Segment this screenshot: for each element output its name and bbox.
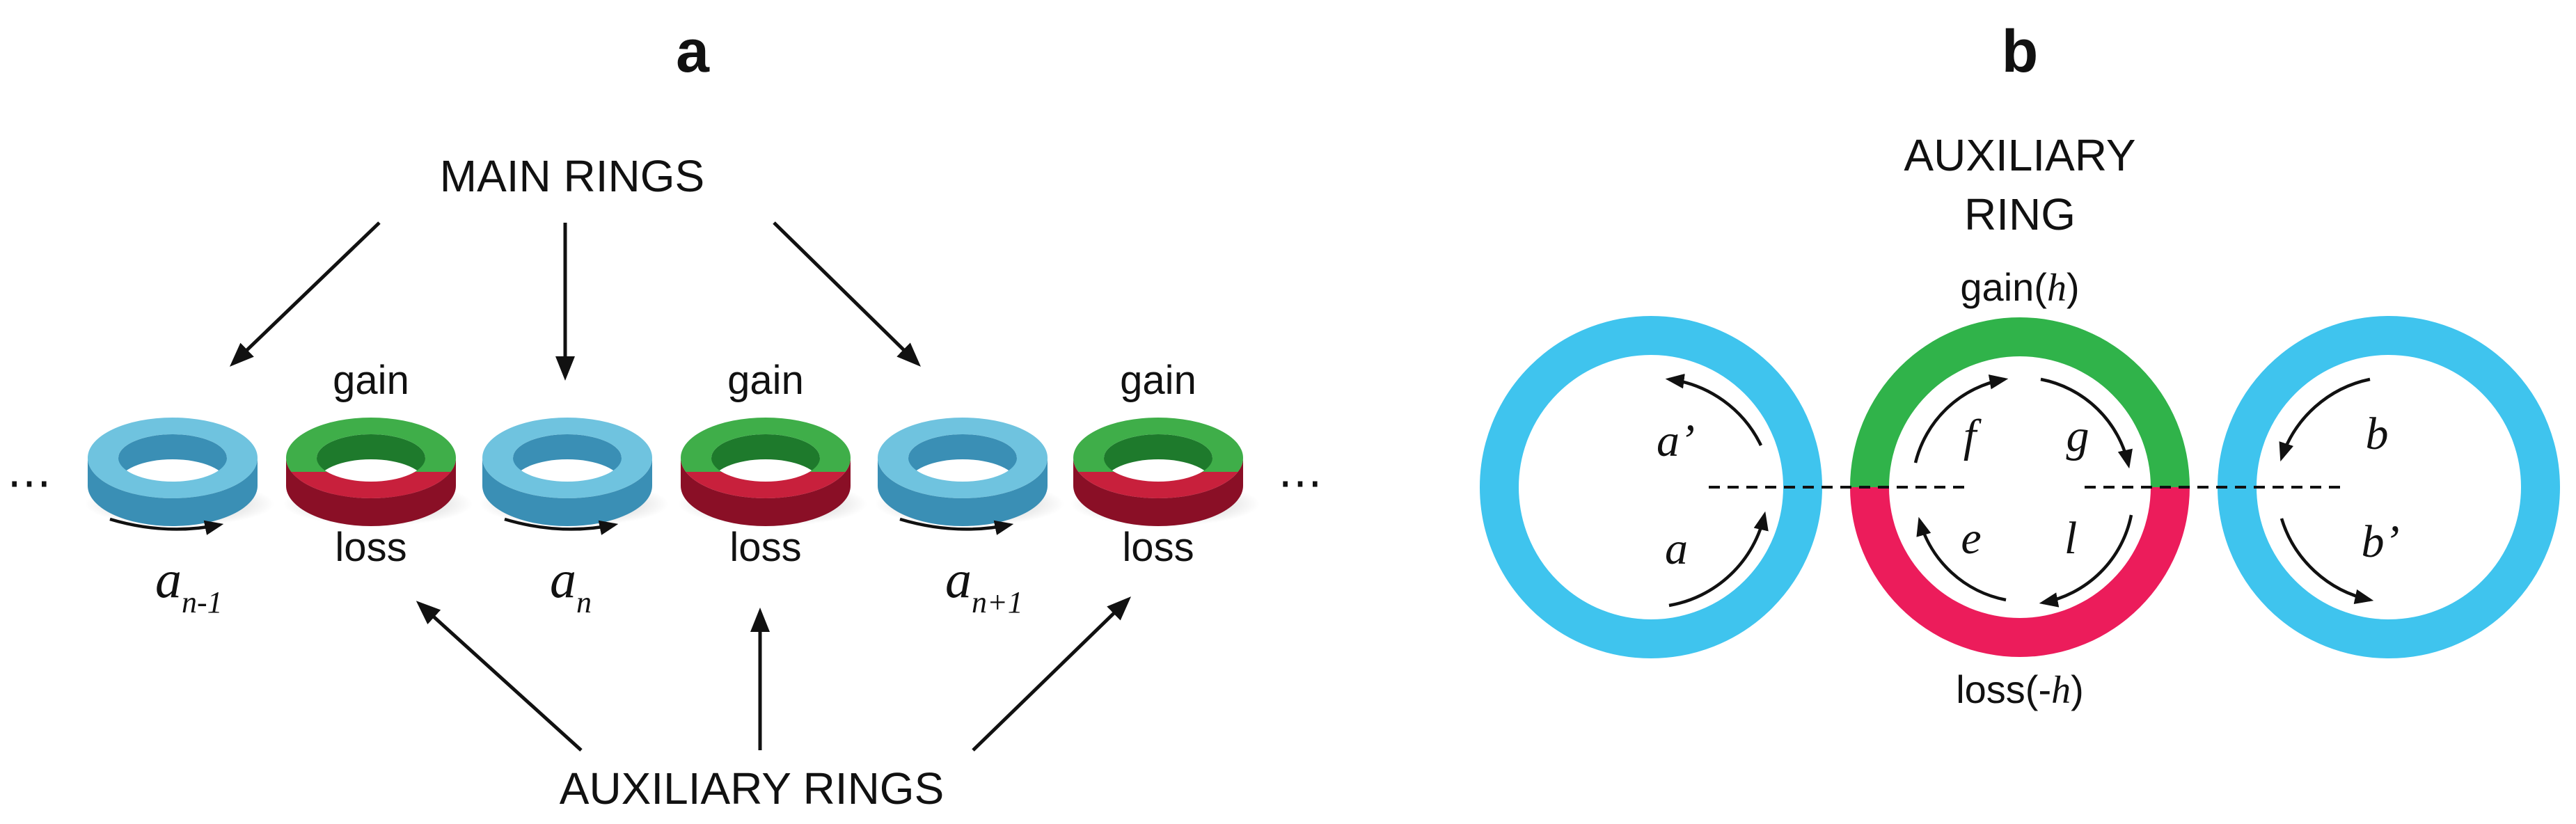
- ellipsis-left: ⋯: [7, 457, 52, 507]
- main-arrow-right: [773, 221, 921, 367]
- loss-half: [686, 472, 846, 498]
- label-b-prime: b’: [2362, 516, 2400, 567]
- arrow-g: [2040, 377, 2133, 469]
- main-ring: an-1: [85, 418, 274, 619]
- gain-half: [681, 418, 851, 472]
- ring-side-wall: [482, 458, 652, 526]
- amplitude-base: a: [155, 550, 182, 609]
- aux-ring-title-line2: RING: [1964, 189, 2076, 239]
- ring-top-face: [88, 418, 258, 472]
- arrow-a-prime: [1665, 373, 1763, 446]
- gain-label: gain: [1120, 358, 1196, 403]
- arrow-l: [2039, 514, 2133, 608]
- ring-top-face: [878, 418, 1048, 472]
- amplitude-subscript: n+1: [972, 585, 1023, 619]
- ring-inner-wall: [711, 434, 820, 483]
- ellipsis-right: ⋯: [1278, 457, 1322, 507]
- ring-inner-wall: [908, 434, 1017, 483]
- ring-side-wall: [681, 458, 851, 526]
- aux-ring-gain-half: [1850, 317, 2190, 487]
- ring-top-face-lower: [93, 472, 253, 498]
- auxiliary-rings-label: AUXILIARY RINGS: [560, 763, 945, 814]
- aux-ring-title-line1: AUXILIARY: [1904, 130, 2135, 180]
- amplitude-labels-b: a’ a f g e l b b’: [1657, 409, 2399, 574]
- ring-side-wall: [88, 458, 258, 526]
- panel-b: b AUXILIARY RING gain(h) loss(-h): [1480, 18, 2560, 712]
- gain-label: gain: [333, 358, 409, 403]
- main-rings-label: MAIN RINGS: [440, 151, 704, 201]
- panel-a: a MAIN RINGS ⋯ ⋯ an-1gainlossangainlossa…: [7, 18, 1322, 814]
- ring-side-wall: [1073, 458, 1243, 526]
- ring-top-face-lower: [487, 472, 647, 498]
- amplitude-label: an-1: [155, 550, 223, 619]
- loss-label: loss: [335, 525, 406, 570]
- arrow-b: [2279, 377, 2371, 462]
- circulation-arrows: [1665, 373, 2374, 608]
- amplitude-label: an+1: [945, 550, 1023, 619]
- amplitude-base: a: [945, 550, 972, 609]
- arrow-a: [1668, 511, 1769, 608]
- aux-arrow-right: [972, 596, 1132, 752]
- gain-label: gain: [727, 358, 804, 403]
- main-ring: an+1: [875, 418, 1064, 619]
- main-arrow-left: [229, 221, 381, 367]
- circulation-arrow: [109, 517, 224, 535]
- loss-half: [1078, 472, 1238, 498]
- auxiliary-ring: gain loss: [1070, 358, 1260, 570]
- main-rings-arrows: [229, 221, 921, 381]
- auxiliary-ring: gain loss: [283, 358, 473, 570]
- amplitude-label: an: [550, 550, 592, 619]
- aux-arrow-left: [416, 601, 583, 752]
- loss-label: loss: [1122, 525, 1194, 570]
- panel-a-label: a: [676, 18, 710, 85]
- label-g: g: [2067, 411, 2089, 461]
- ring-inner-wall: [118, 434, 227, 483]
- ring-side-wall: [878, 458, 1048, 526]
- ring-top-face: [482, 418, 652, 472]
- label-f: f: [1963, 411, 1982, 461]
- label-e: e: [1961, 513, 1981, 564]
- panel-b-label: b: [2002, 18, 2039, 85]
- circulation-arrow: [899, 517, 1014, 535]
- ring-inner-wall: [513, 434, 622, 483]
- amplitude-base: a: [550, 550, 576, 609]
- ring-inner-wall: [1104, 434, 1212, 483]
- auxiliary-ring: gain loss: [678, 358, 867, 570]
- ring-side-wall: [286, 458, 456, 526]
- ring-top-face-lower: [883, 472, 1043, 498]
- label-a-prime: a’: [1657, 415, 1695, 466]
- amplitude-subscript: n: [576, 585, 592, 619]
- loss-label: loss: [729, 525, 801, 570]
- loss-half: [291, 472, 451, 498]
- gain-h-label: gain(h): [1960, 265, 2079, 310]
- arrow-b-prime: [2279, 518, 2374, 605]
- label-l: l: [2064, 513, 2077, 564]
- gain-half: [286, 418, 456, 472]
- main-ring: an: [480, 418, 669, 619]
- aux-ring-loss-half: [1850, 487, 2190, 657]
- gain-half: [1073, 418, 1243, 472]
- arrow-e: [1916, 516, 2007, 602]
- label-b: b: [2366, 409, 2389, 459]
- amplitude-subscript: n-1: [182, 585, 223, 619]
- label-a: a: [1665, 523, 1688, 574]
- ring-inner-wall: [317, 434, 425, 483]
- arrow-f: [1913, 374, 2009, 464]
- circulation-arrow: [504, 517, 619, 535]
- loss-h-label: loss(-h): [1956, 667, 2084, 712]
- aux-rings-arrows: [416, 596, 1132, 752]
